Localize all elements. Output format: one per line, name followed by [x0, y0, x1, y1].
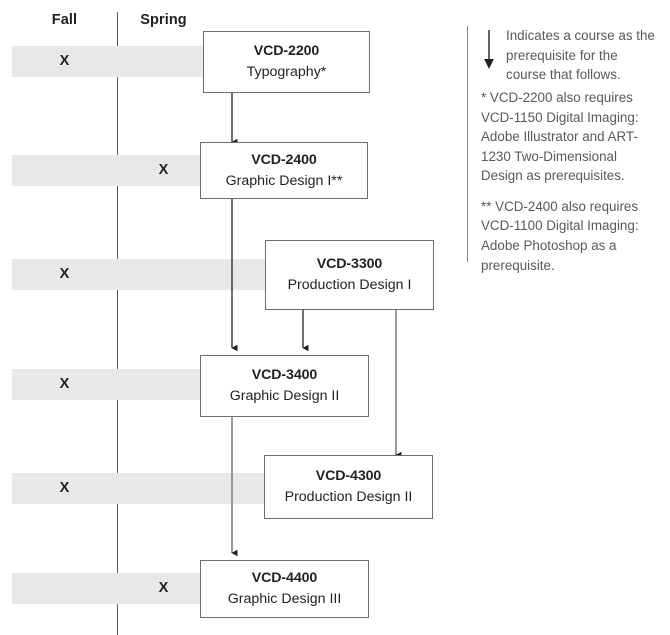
course-code: VCD-4300 — [315, 468, 382, 485]
course-code: VCD-3300 — [316, 256, 383, 273]
marker-fall-vcd-4300: X — [59, 480, 70, 496]
course-box-vcd-4300[interactable]: VCD-4300 Production Design II — [264, 455, 433, 519]
marker-spring-vcd-2400: X — [158, 162, 169, 178]
row-band-vcd-3300 — [12, 259, 265, 290]
legend-arrow-row: Indicates a course as the prerequisite f… — [481, 26, 661, 88]
course-code: VCD-2400 — [251, 151, 317, 168]
marker-fall-vcd-2200: X — [59, 53, 70, 69]
course-title: Graphic Design II — [229, 388, 340, 405]
marker-fall-vcd-3300: X — [59, 266, 70, 282]
course-box-vcd-2200[interactable]: VCD-2200 Typography* — [203, 31, 370, 93]
course-title: Typography* — [246, 64, 327, 81]
course-code: VCD-4400 — [251, 570, 318, 587]
course-title: Graphic Design I** — [225, 172, 343, 189]
legend-divider — [467, 26, 469, 262]
down-arrow-icon — [484, 30, 494, 69]
semester-column-divider — [117, 12, 119, 635]
legend-panel: Indicates a course as the prerequisite f… — [481, 26, 661, 286]
row-band-vcd-3400 — [12, 369, 203, 400]
row-band-vcd-2200 — [12, 46, 203, 77]
legend-note-single-star: * VCD-2200 also requires VCD-1150 Digita… — [481, 90, 639, 184]
column-header-spring: Spring — [140, 12, 187, 28]
row-band-vcd-4300 — [12, 473, 265, 504]
legend-indicates-text: Indicates a course as the prerequisite f… — [506, 28, 655, 83]
course-title: Production Design I — [287, 277, 412, 294]
row-band-vcd-2400 — [12, 155, 203, 186]
course-box-vcd-3400[interactable]: VCD-3400 Graphic Design II — [200, 355, 369, 417]
row-band-vcd-4400 — [12, 573, 203, 604]
course-box-vcd-3300[interactable]: VCD-3300 Production Design I — [265, 240, 434, 310]
course-title: Production Design II — [284, 489, 413, 506]
course-code: VCD-3400 — [251, 367, 318, 384]
course-box-vcd-4400[interactable]: VCD-4400 Graphic Design III — [200, 560, 369, 618]
course-box-vcd-2400[interactable]: VCD-2400 Graphic Design I** — [200, 142, 368, 199]
course-title: Graphic Design III — [227, 591, 342, 608]
column-header-fall: Fall — [51, 12, 78, 28]
marker-spring-vcd-4400: X — [158, 580, 169, 596]
marker-fall-vcd-3400: X — [59, 376, 70, 392]
legend-note-double-star: ** VCD-2400 also requires VCD-1100 Digit… — [481, 198, 639, 273]
course-code: VCD-2200 — [253, 43, 320, 60]
